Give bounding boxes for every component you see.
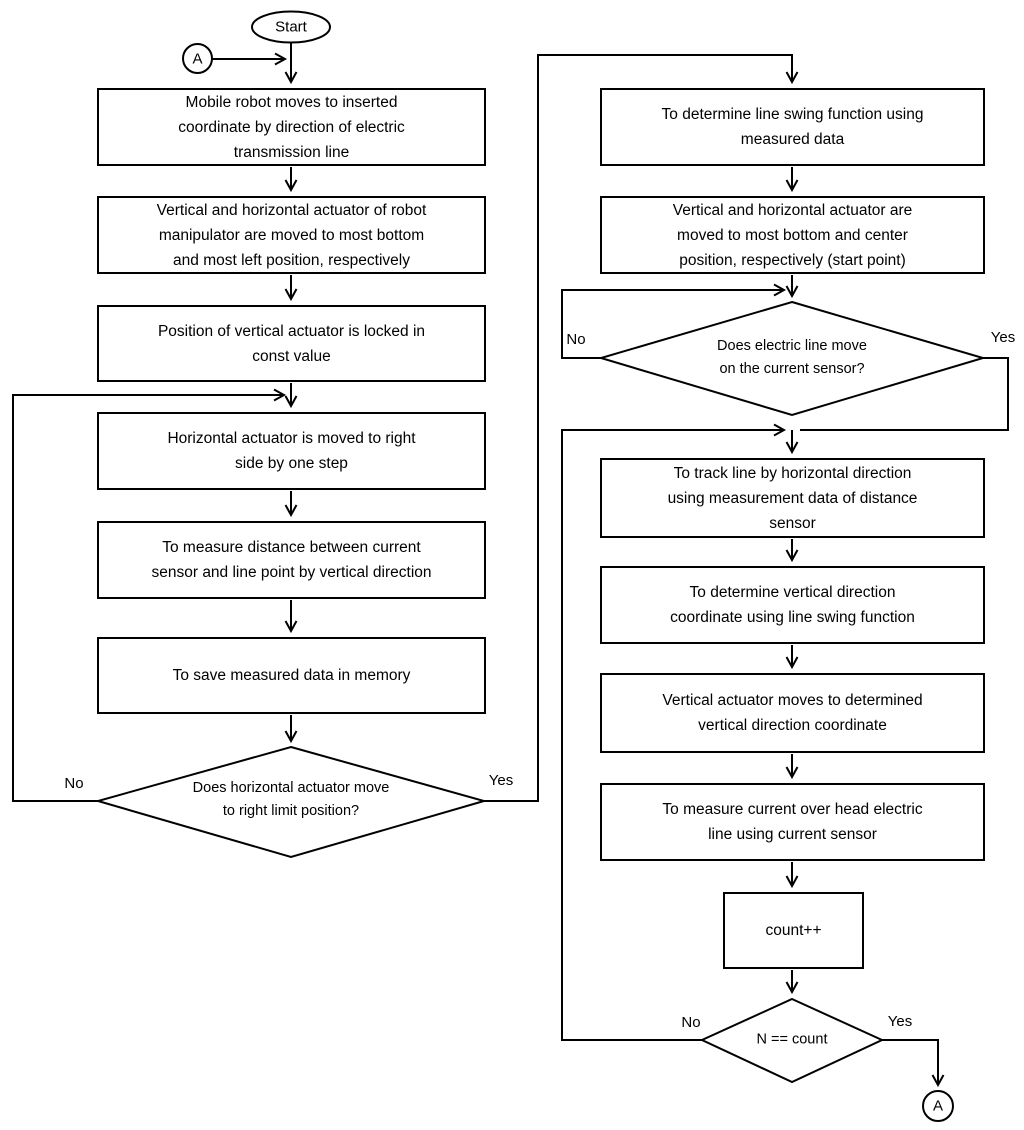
start-terminator-shape: [251, 10, 331, 44]
decision-line-move-shape: [597, 300, 987, 417]
process-track-line: To track line by horizontal direction us…: [600, 458, 985, 538]
process-determine-swing: To determine line swing function using m…: [600, 88, 985, 166]
process-measure-current: To measure current over head electric li…: [600, 783, 985, 861]
process-actuators-init: Vertical and horizontal actuator of robo…: [97, 196, 486, 274]
right-limit-yes-label: Yes: [488, 772, 514, 789]
process-actuators-start-point: Vertical and horizontal actuator are mov…: [600, 196, 985, 274]
start-terminator-label: Start: [275, 18, 307, 36]
line-move-no-label: No: [566, 331, 586, 348]
decision-right-limit-label: Does horizontal actuator move to right l…: [192, 780, 390, 819]
n-count-yes-label: Yes: [887, 1013, 913, 1030]
process-horizontal-step: Horizontal actuator is moved to right si…: [97, 412, 486, 490]
connector-a-top-shape: [182, 43, 213, 74]
edge-right-limit-no-loop: [12, 388, 287, 802]
connector-a-top-label: A: [192, 50, 203, 67]
process-determine-vertical: To determine vertical direction coordina…: [600, 566, 985, 644]
decision-n-count-shape: [699, 997, 885, 1084]
process-vertical-locked: Position of vertical actuator is locked …: [97, 305, 486, 382]
edge-n-count-yes-to-connector-a: [882, 1039, 945, 1088]
flow-shapes: [94, 10, 987, 1122]
process-count-increment: count++: [723, 892, 864, 969]
process-vertical-moves: Vertical actuator moves to determined ve…: [600, 673, 985, 753]
decision-n-count-label: N == count: [756, 1031, 828, 1048]
process-measure-distance: To measure distance between current sens…: [97, 521, 486, 599]
flow-edges: [12, 43, 1009, 1088]
edge-line-move-yes: [800, 357, 1009, 431]
line-move-yes-label: Yes: [990, 329, 1016, 346]
right-limit-no-label: No: [64, 775, 84, 792]
n-count-no-label: No: [681, 1014, 701, 1031]
connector-a-bottom-label: A: [932, 1097, 944, 1115]
decision-right-limit-shape: [94, 745, 488, 859]
edge-line-move-no-loop: [561, 283, 787, 359]
edge-right-limit-yes-to-determine-swing: [484, 54, 799, 802]
process-save-data: To save measured data in memory: [97, 637, 486, 714]
edge-n-count-no-loop: [561, 423, 787, 1041]
connector-a-bottom-shape: [922, 1090, 954, 1122]
decision-line-move-label: Does electric line move on the current s…: [717, 338, 867, 377]
process-mobile-robot-moves: Mobile robot moves to inserted coordinat…: [97, 88, 486, 166]
